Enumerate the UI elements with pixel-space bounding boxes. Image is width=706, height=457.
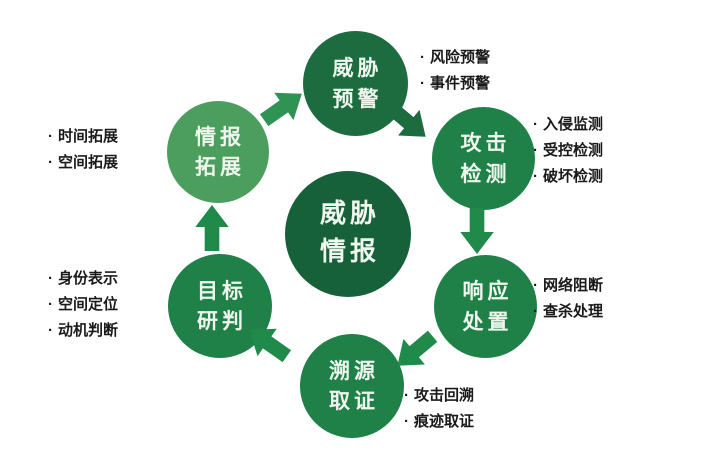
label-space-expansion: · 空间拓展 [48, 150, 118, 176]
label-text: 动机判断 [58, 322, 119, 339]
node-intel-expansion-line1: 情报 [195, 123, 245, 149]
label-text: 风险预警 [430, 49, 491, 66]
node-attack-detection: 攻击 检测 [432, 107, 535, 210]
arrow-warning-to-detection-icon [385, 101, 426, 137]
node-threat-intelligence-line2: 情报 [319, 237, 380, 267]
node-target-analysis-line2: 研判 [197, 308, 247, 333]
label-text: 事件预警 [430, 75, 491, 92]
arrow-detection-to-response-icon [460, 208, 494, 254]
bullet-icon: · [48, 128, 53, 145]
label-text: 入侵监测 [543, 116, 604, 133]
label-text: 空间定位 [58, 296, 119, 313]
bullet-icon: · [48, 296, 53, 313]
label-motive-judgment: · 动机判断 [48, 318, 118, 344]
arrow-trace-to-target-icon [249, 328, 292, 363]
bullet-icon: · [404, 413, 409, 430]
node-target-analysis: 目标 研判 [168, 254, 272, 358]
label-event-warning: · 事件预警 [420, 71, 490, 97]
bullet-icon: · [48, 154, 53, 171]
node-trace-forensics-line1: 溯源 [329, 357, 379, 383]
bullet-icon: · [533, 277, 538, 294]
label-text: 空间拓展 [58, 154, 119, 171]
label-text: 身份表示 [58, 270, 119, 287]
arrow-target-to-intel-icon [195, 205, 229, 251]
arrow-intel-to-warning-icon [259, 92, 302, 127]
bullet-icon: · [48, 270, 53, 287]
node-target-analysis-line1: 目标 [197, 277, 247, 303]
label-intrusion-monitoring: · 入侵监测 [533, 112, 603, 138]
label-identity-representation: · 身份表示 [48, 266, 118, 292]
labels-threat-warning: · 风险预警 · 事件预警 [420, 45, 490, 97]
labels-response-disposal: · 网络阻断 · 查杀处理 [533, 273, 603, 325]
node-threat-warning-line1: 威胁 [332, 55, 383, 81]
node-response-disposal-line1: 响应 [462, 278, 513, 304]
label-damage-detection: · 破坏检测 [533, 164, 603, 190]
node-threat-intelligence-line1: 威胁 [319, 199, 380, 230]
labels-target-analysis: · 身份表示 · 空间定位 · 动机判断 [48, 266, 118, 344]
bullet-icon: · [420, 75, 425, 92]
arrow-response-to-trace-icon [397, 330, 438, 366]
label-spatial-positioning: · 空间定位 [48, 292, 118, 318]
node-attack-detection-line1: 攻击 [460, 130, 511, 156]
node-threat-warning-line2: 预警 [332, 85, 383, 111]
bullet-icon: · [404, 387, 409, 404]
labels-trace-forensics: · 攻击回溯 · 痕迹取证 [404, 383, 474, 435]
label-text: 时间拓展 [58, 128, 119, 145]
label-scan-kill-handling: · 查杀处理 [533, 299, 603, 325]
node-intel-expansion: 情报 拓展 [167, 101, 269, 203]
label-text: 受控检测 [543, 142, 604, 159]
label-trace-evidence: · 痕迹取证 [404, 409, 474, 435]
node-trace-forensics: 溯源 取证 [300, 334, 404, 438]
label-text: 攻击回溯 [414, 387, 475, 404]
node-threat-warning: 威胁 预警 [303, 31, 408, 136]
bullet-icon: · [533, 168, 538, 185]
label-text: 破坏检测 [543, 168, 604, 185]
node-attack-detection-line2: 检测 [460, 160, 511, 186]
node-response-disposal-line2: 处置 [462, 308, 513, 334]
labels-attack-detection: · 入侵监测 · 受控检测 · 破坏检测 [533, 112, 603, 190]
label-risk-warning: · 风险预警 [420, 45, 490, 71]
label-text: 查杀处理 [543, 303, 604, 320]
bullet-icon: · [48, 322, 53, 339]
labels-intel-expansion: · 时间拓展 · 空间拓展 [48, 124, 118, 176]
label-controlled-detection: · 受控检测 [533, 138, 603, 164]
node-response-disposal: 响应 处置 [434, 255, 537, 358]
label-network-blocking: · 网络阻断 [533, 273, 603, 299]
label-time-expansion: · 时间拓展 [48, 124, 118, 150]
node-intel-expansion-line2: 拓展 [195, 154, 245, 179]
label-attack-traceback: · 攻击回溯 [404, 383, 474, 409]
node-threat-intelligence: 威胁 情报 [285, 171, 411, 297]
bullet-icon: · [533, 142, 538, 159]
label-text: 网络阻断 [543, 277, 604, 294]
label-text: 痕迹取证 [414, 413, 475, 430]
node-trace-forensics-line2: 取证 [329, 388, 379, 413]
bullet-icon: · [533, 116, 538, 133]
bullet-icon: · [420, 49, 425, 66]
bullet-icon: · [533, 303, 538, 320]
